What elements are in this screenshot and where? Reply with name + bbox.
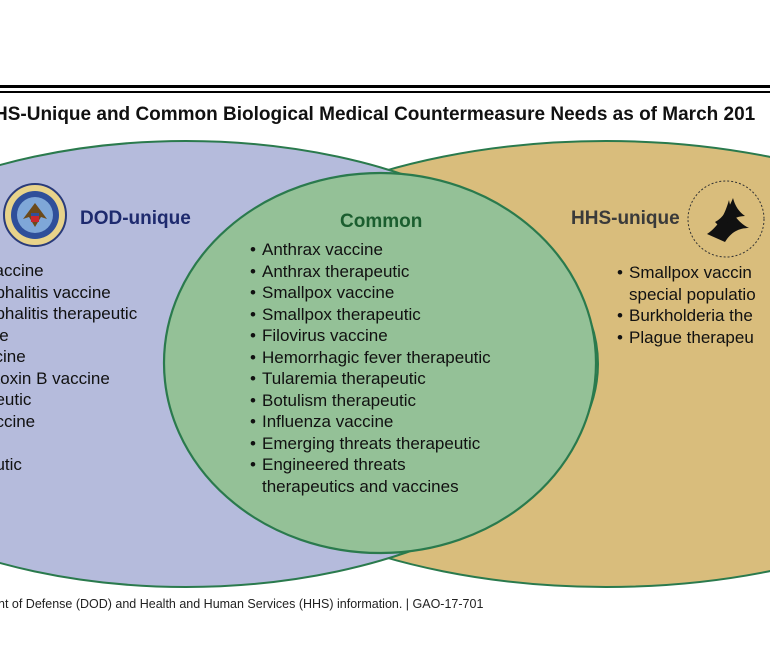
list-item: ephalitis vaccine <box>0 282 111 302</box>
list-item: •Tularemia therapeutic <box>250 369 426 388</box>
list-item: •Filovirus vaccine <box>250 326 388 345</box>
hhs-unique-heading: HHS-unique <box>571 208 680 229</box>
list-item: •Burkholderia the <box>617 306 753 325</box>
list-item: •Anthrax therapeutic <box>250 261 410 281</box>
list-item: e <box>0 432 137 454</box>
health-and-human-services-seal-icon <box>687 180 765 258</box>
top-rule-thin <box>0 91 770 93</box>
list-item: •Emerging threats therapeutic <box>250 433 481 453</box>
figure-title: HS-Unique and Common Biological Medical … <box>0 104 756 125</box>
list-item: •Plague therapeu <box>617 327 754 347</box>
list-item: •Smallpox vaccine <box>250 283 395 302</box>
list-item: •Smallpox therapeutic <box>250 304 421 324</box>
dod-unique-list: vaccine ephalitis vaccine ephalitis ther… <box>0 260 137 475</box>
list-item: •Influenza vaccine <box>250 412 394 431</box>
list-item: ccine <box>0 347 26 366</box>
list-item: ine <box>0 325 9 345</box>
department-of-defense-seal-icon <box>3 183 67 247</box>
list-item: eutic <box>0 454 22 474</box>
list-item: •Smallpox vaccin <box>617 263 752 282</box>
list-item: •Engineered threats <box>250 455 406 474</box>
list-item: accine <box>0 411 36 431</box>
dod-unique-heading: DOD-unique <box>80 208 191 229</box>
list-item-continuation: therapeutics and vaccines <box>262 476 459 496</box>
hhs-unique-list: •Smallpox vaccin special populatio •Burk… <box>617 262 756 348</box>
list-item: peutic <box>0 390 32 409</box>
source-note: nt of Defense (DOD) and Health and Human… <box>0 597 484 611</box>
list-item-continuation: special populatio <box>629 284 756 304</box>
list-item: ephalitis therapeutic <box>0 304 138 323</box>
list-item: •Anthrax vaccine <box>250 240 383 259</box>
common-region <box>162 171 598 555</box>
top-rule-thick <box>0 85 770 88</box>
list-item: •Botulism therapeutic <box>250 390 417 410</box>
list-item: •Hemorrhagic fever therapeutic <box>250 347 491 367</box>
list-item: otoxin B vaccine <box>0 368 110 388</box>
common-list: •Anthrax vaccine •Anthrax therapeutic •S… <box>250 239 491 497</box>
list-item: vaccine <box>0 261 44 280</box>
common-heading: Common <box>340 211 423 232</box>
